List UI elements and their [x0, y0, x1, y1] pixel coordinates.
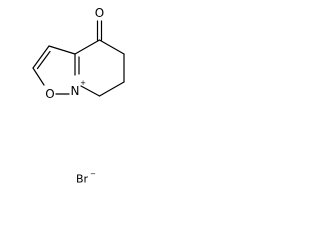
carbonyl-oxygen-label: O — [95, 6, 104, 20]
bond-c3-c2-inner — [36, 50, 51, 70]
bond-c2-o — [32, 67, 45, 86]
nitrogen-charge-label: + — [80, 79, 86, 87]
ring-oxygen-label: O — [45, 87, 54, 101]
nitrogen-label: N — [71, 84, 80, 98]
structure-canvas: O O N + Br − — [0, 0, 138, 195]
bond-c3-c2-outer — [32, 45, 50, 69]
bond-c3a-c3 — [48, 45, 76, 55]
bond-c4-c3a — [74, 39, 101, 55]
bond-c7-n — [80, 85, 101, 97]
chemical-structure: O O N + Br − — [32, 6, 125, 186]
bromide-label: Br — [76, 173, 89, 186]
bromide-charge-label: − — [90, 170, 96, 178]
bond-c4-c5 — [98, 39, 125, 55]
bond-c6-c7 — [98, 81, 125, 97]
